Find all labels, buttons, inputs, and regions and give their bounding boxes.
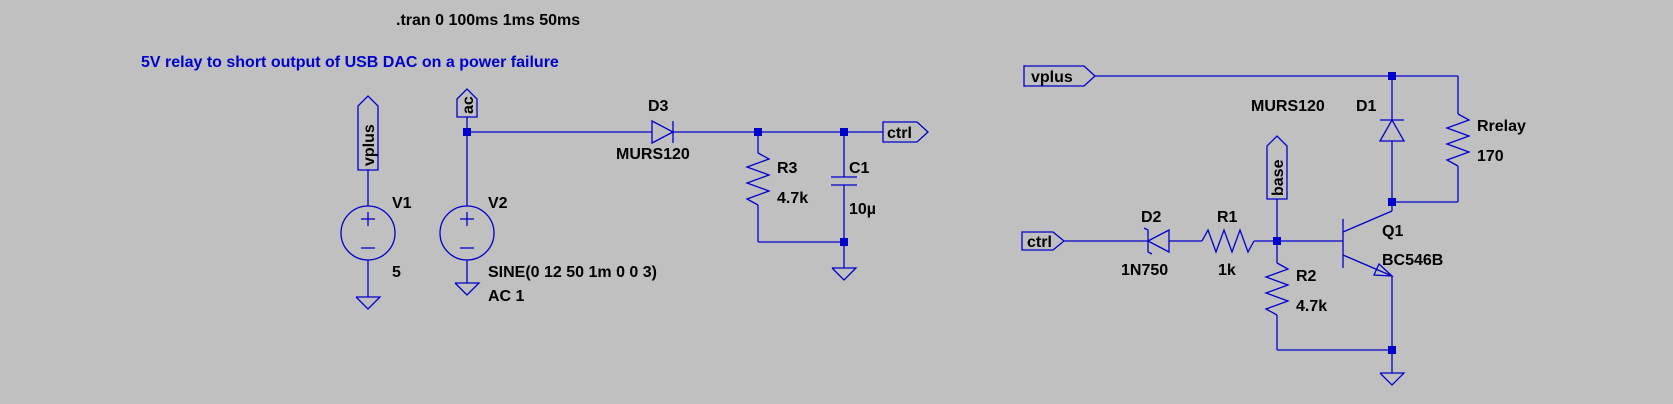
- capacitor-c1[interactable]: [831, 176, 857, 186]
- rrelay-name: Rrelay: [1477, 118, 1526, 135]
- diode-d1[interactable]: [1378, 118, 1406, 142]
- resistor-r2[interactable]: [1264, 262, 1290, 316]
- v1-value: 5: [392, 264, 401, 281]
- r1-name: R1: [1217, 209, 1238, 226]
- v2-name: V2: [488, 195, 508, 212]
- net-label-ctrl-out[interactable]: ctrl: [882, 121, 929, 143]
- d2-value: 1N750: [1121, 262, 1168, 279]
- net-label-ctrl-in[interactable]: ctrl: [1021, 231, 1066, 251]
- resistor-r1[interactable]: [1201, 228, 1255, 254]
- ground-symbol: [454, 282, 481, 296]
- d1-value: MURS120: [1251, 98, 1325, 115]
- tran-directive[interactable]: .tran 0 100ms 1ms 50ms: [396, 12, 580, 29]
- v2-value: SINE(0 12 50 1m 0 0 3): [488, 264, 657, 281]
- rrelay-value: 170: [1477, 148, 1504, 165]
- v1-name: V1: [392, 195, 412, 212]
- r2-value: 4.7k: [1296, 298, 1327, 315]
- d3-name: D3: [648, 98, 669, 115]
- svg-text:base: base: [1270, 159, 1287, 196]
- r3-name: R3: [777, 160, 798, 177]
- c1-value: 10µ: [849, 201, 876, 218]
- diode-d3[interactable]: [651, 119, 675, 145]
- resistor-r3[interactable]: [745, 152, 771, 206]
- schematic-comment[interactable]: 5V relay to short output of USB DAC on a…: [141, 54, 559, 71]
- transistor-q1[interactable]: [1342, 210, 1394, 277]
- ground-symbol: [1379, 372, 1406, 386]
- svg-text:ac: ac: [460, 96, 477, 114]
- svg-text:vplus: vplus: [1031, 69, 1073, 86]
- r2-name: R2: [1296, 268, 1317, 285]
- d3-value: MURS120: [616, 146, 690, 163]
- ground-symbol: [831, 267, 858, 281]
- svg-text:ctrl: ctrl: [1027, 234, 1052, 251]
- net-label-vplus-left[interactable]: vplus: [357, 95, 379, 171]
- net-label-base[interactable]: base: [1266, 135, 1288, 200]
- svg-text:vplus: vplus: [361, 124, 378, 166]
- zener-d2[interactable]: [1143, 227, 1170, 255]
- d2-name: D2: [1141, 209, 1162, 226]
- c1-name: C1: [849, 160, 870, 177]
- ground-symbol: [355, 296, 382, 310]
- d1-name: D1: [1356, 98, 1377, 115]
- v2-ac: AC 1: [488, 288, 525, 305]
- net-label-ac[interactable]: ac: [456, 88, 478, 118]
- resistor-rrelay[interactable]: [1445, 113, 1471, 167]
- q1-name: Q1: [1382, 223, 1403, 240]
- voltage-source-v1[interactable]: [340, 205, 396, 261]
- svg-text:ctrl: ctrl: [887, 125, 912, 142]
- voltage-source-v2[interactable]: [439, 205, 495, 261]
- r1-value: 1k: [1218, 262, 1236, 279]
- net-label-vplus-right[interactable]: vplus: [1023, 65, 1096, 87]
- r3-value: 4.7k: [777, 190, 808, 207]
- q1-value: BC546B: [1382, 252, 1443, 269]
